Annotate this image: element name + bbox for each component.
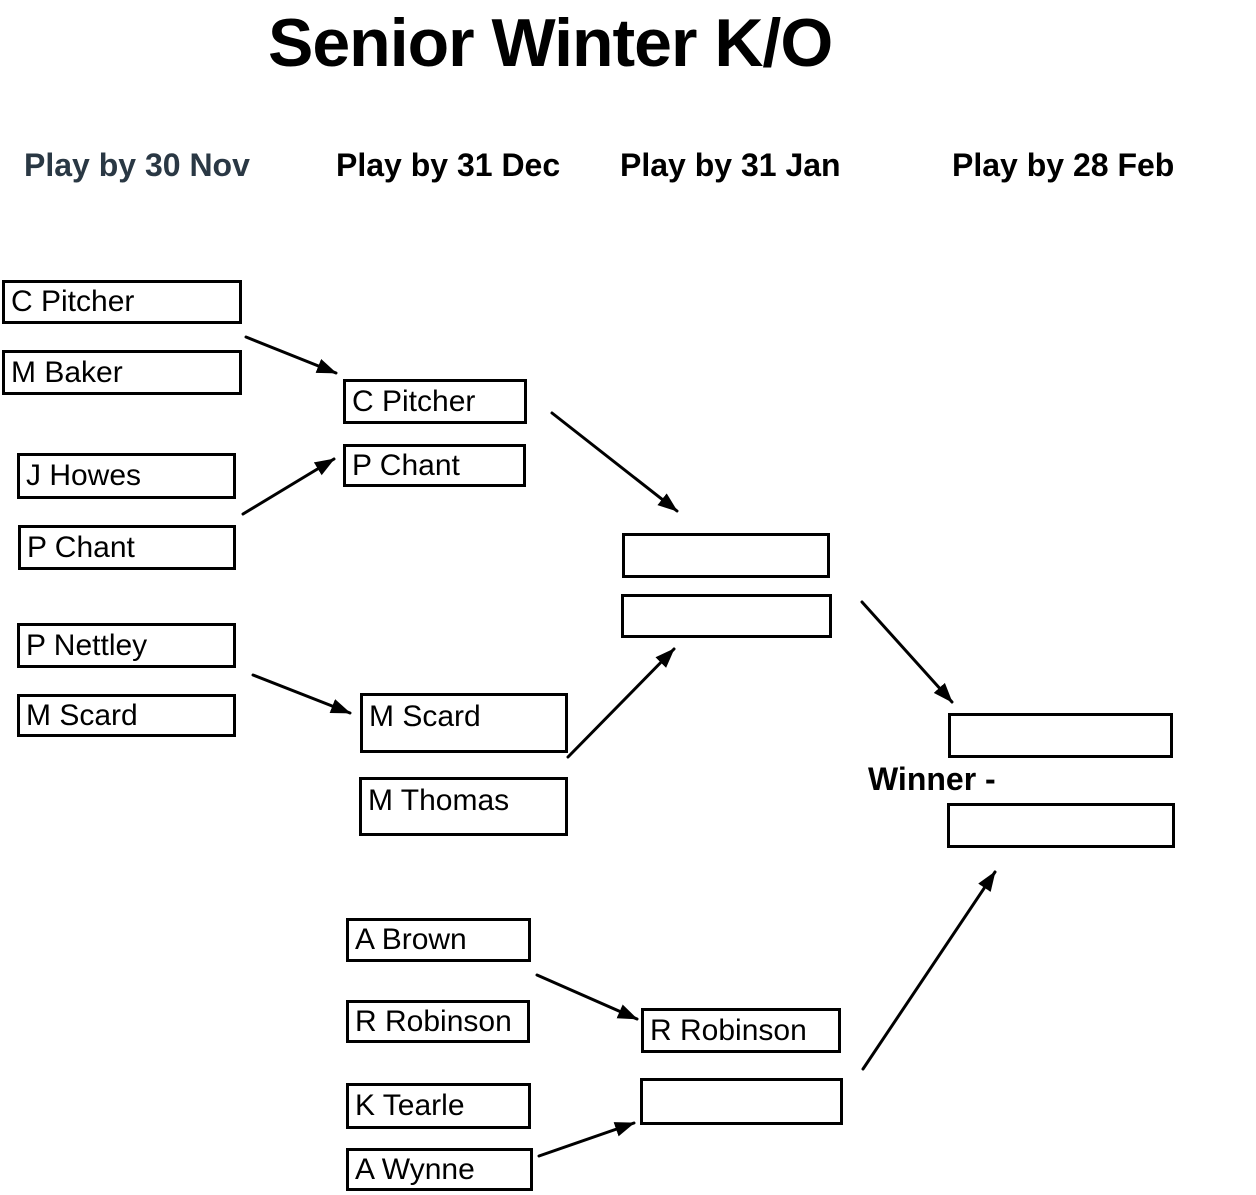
arrow-semi-to-final-top (860, 600, 954, 704)
column-header-1: Play by 30 Nov (24, 147, 250, 183)
round2-a-wynne-box: A Wynne (346, 1148, 533, 1191)
arrow-round3-to-final-bottom (861, 870, 997, 1071)
arrow-round2-pitcher-to-semi (550, 411, 679, 513)
arrow-round2-scard-to-semi (566, 647, 676, 759)
round2-k-tearle-box: K Tearle (346, 1083, 531, 1129)
final-top-slot-box (948, 713, 1173, 758)
arrow-brown-robinson-to-round3 (535, 973, 639, 1021)
winner-label: Winner - (868, 761, 996, 797)
column-header-3: Play by 31 Jan (620, 147, 841, 183)
round2-c-pitcher-box: C Pitcher (343, 379, 527, 424)
round1-p-chant-box: P Chant (18, 525, 236, 570)
round3-r-robinson-box: R Robinson (641, 1008, 841, 1053)
page-title: Senior Winter K/O (268, 5, 833, 81)
round2-a-brown-box: A Brown (346, 918, 531, 962)
round1-c-pitcher-box: C Pitcher (2, 280, 242, 324)
semifinal-top-slot-box (622, 533, 830, 578)
round2-r-robinson-box: R Robinson (346, 1000, 530, 1043)
column-header-2: Play by 31 Dec (336, 147, 561, 183)
arrow-nettley-scard-to-round2 (251, 673, 352, 715)
round1-p-nettley-box: P Nettley (17, 623, 236, 668)
round2-m-scard-box: M Scard (360, 693, 568, 753)
arrow-howes-chant-to-round2 (241, 457, 336, 516)
arrow-tearle-wynne-to-round3 (537, 1121, 636, 1158)
column-header-4: Play by 28 Feb (952, 147, 1175, 183)
round2-m-thomas-box: M Thomas (359, 777, 568, 836)
round1-m-baker-box: M Baker (2, 350, 242, 395)
round3-empty-slot-box (640, 1078, 843, 1125)
final-winner-slot-box (947, 803, 1175, 848)
round1-j-howes-box: J Howes (17, 453, 236, 499)
round1-m-scard-box: M Scard (17, 694, 236, 737)
arrow-pitcher-baker-to-round2 (244, 335, 338, 375)
round2-p-chant-box: P Chant (343, 444, 526, 487)
semifinal-bottom-slot-box (621, 594, 832, 638)
